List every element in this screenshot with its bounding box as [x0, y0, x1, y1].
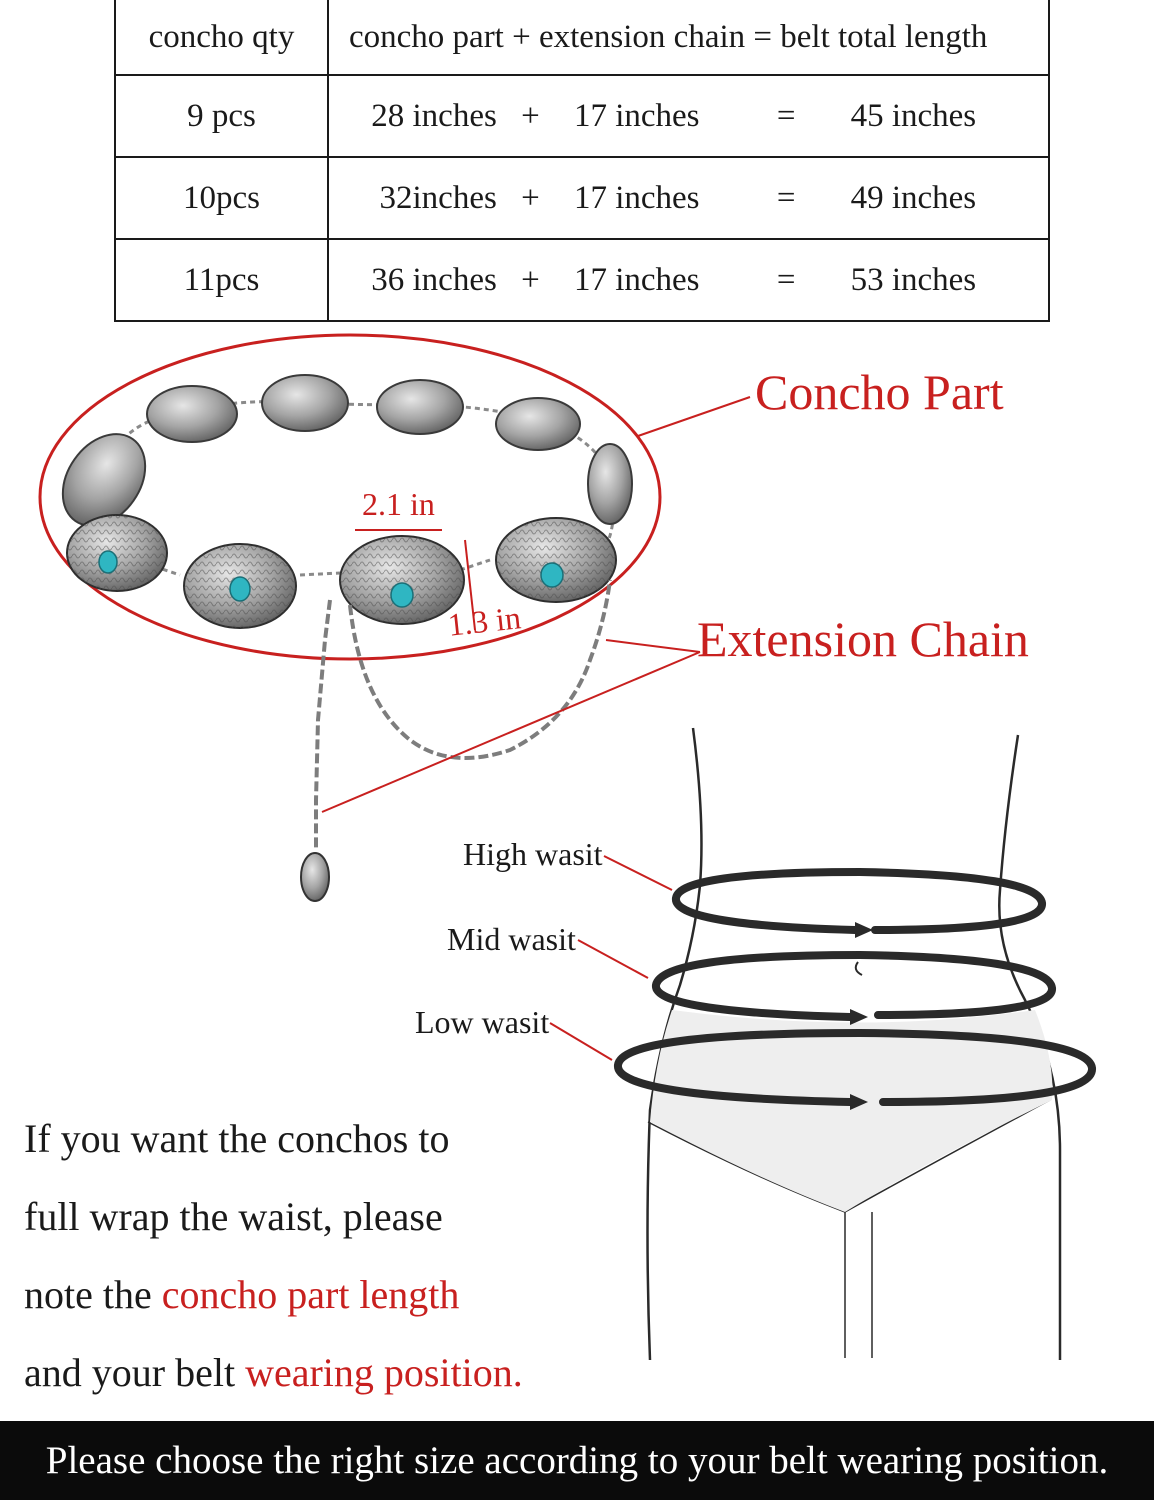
high-waist-leader — [603, 855, 673, 891]
note-line: If you want the conchos to — [24, 1116, 450, 1161]
high-waist-ring — [672, 867, 1046, 934]
mid-waist-leader — [577, 939, 649, 979]
concho-width-label: 2.1 in — [362, 486, 435, 522]
row-calc: 32inches + 17 inches = 49 inches — [327, 156, 1050, 240]
total-length: 49 inches — [850, 179, 977, 216]
extension-chain-leader — [605, 639, 701, 653]
size-table: concho qty concho part + extension chain… — [114, 0, 1050, 322]
note-text: note the — [24, 1272, 162, 1317]
waist-arrow-heads — [850, 922, 873, 1110]
row-qty: 10pcs — [114, 156, 329, 240]
plus-sign: + — [521, 179, 540, 216]
high-waist-label: High wasit — [463, 836, 603, 872]
table-row: 11pcs 36 inches + 17 inches = 53 inches — [114, 238, 1050, 322]
belt-illustration — [38, 333, 1096, 1361]
sizing-note: If you want the conchos to full wrap the… — [24, 1100, 624, 1412]
front-concho-row — [66, 514, 617, 629]
concho-part-length: 36 inches — [371, 261, 497, 298]
low-waist-leader — [549, 1022, 613, 1061]
note-highlight: concho part length — [161, 1272, 460, 1317]
underwear-shape — [650, 1010, 1053, 1212]
extension-length: 17 inches — [573, 97, 700, 134]
note-line: note the concho part length — [24, 1256, 624, 1334]
extension-length: 17 inches — [573, 261, 700, 298]
concho-part-length: 32inches — [379, 179, 497, 216]
note-highlight: wearing position. — [245, 1350, 523, 1395]
row-qty: 11pcs — [114, 238, 329, 322]
height-dimension-line — [464, 539, 476, 631]
plus-sign: + — [521, 97, 540, 134]
extension-chain-label: Extension Chain — [697, 611, 1029, 667]
low-waist-ring — [614, 1028, 1096, 1106]
note-line: full wrap the waist, please — [24, 1194, 443, 1239]
mid-waist-ring — [652, 950, 1056, 1021]
extension-chain — [314, 579, 612, 850]
mid-waist-label: Mid wasit — [447, 921, 576, 957]
table-header-row: concho qty concho part + extension chain… — [114, 0, 1050, 76]
row-calc: 36 inches + 17 inches = 53 inches — [327, 238, 1050, 322]
table-row: 10pcs 32inches + 17 inches = 49 inches — [114, 156, 1050, 240]
note-line: and your belt wearing position. — [24, 1334, 624, 1412]
waist-rings — [614, 867, 1096, 1106]
concho-height-label: 1.3 in — [446, 599, 523, 643]
extension-chain-leader — [321, 651, 701, 813]
extension-length: 17 inches — [573, 179, 700, 216]
plus-sign: + — [521, 261, 540, 298]
note-text: and your belt — [24, 1350, 246, 1395]
concho-part-leader — [637, 396, 751, 437]
row-calc: 28 inches + 17 inches = 45 inches — [327, 74, 1050, 158]
header-concho-qty: concho qty — [114, 0, 329, 76]
chain-pendant — [300, 852, 330, 902]
footer-banner: Please choose the right size according t… — [0, 1421, 1154, 1500]
back-concho-row — [61, 374, 633, 527]
total-length: 53 inches — [850, 261, 977, 298]
equals-sign: = — [776, 261, 796, 298]
concho-part-length: 28 inches — [371, 97, 497, 134]
total-length: 45 inches — [850, 97, 977, 134]
concho-part-label: Concho Part — [755, 364, 1004, 420]
equals-sign: = — [776, 179, 796, 216]
header-formula: concho part + extension chain = belt tot… — [327, 0, 1050, 76]
table-row: 9 pcs 28 inches + 17 inches = 45 inches — [114, 74, 1050, 158]
equals-sign: = — [776, 97, 796, 134]
row-qty: 9 pcs — [114, 74, 329, 158]
concho-part-outline — [38, 333, 662, 661]
low-waist-label: Low wasit — [415, 1004, 550, 1040]
